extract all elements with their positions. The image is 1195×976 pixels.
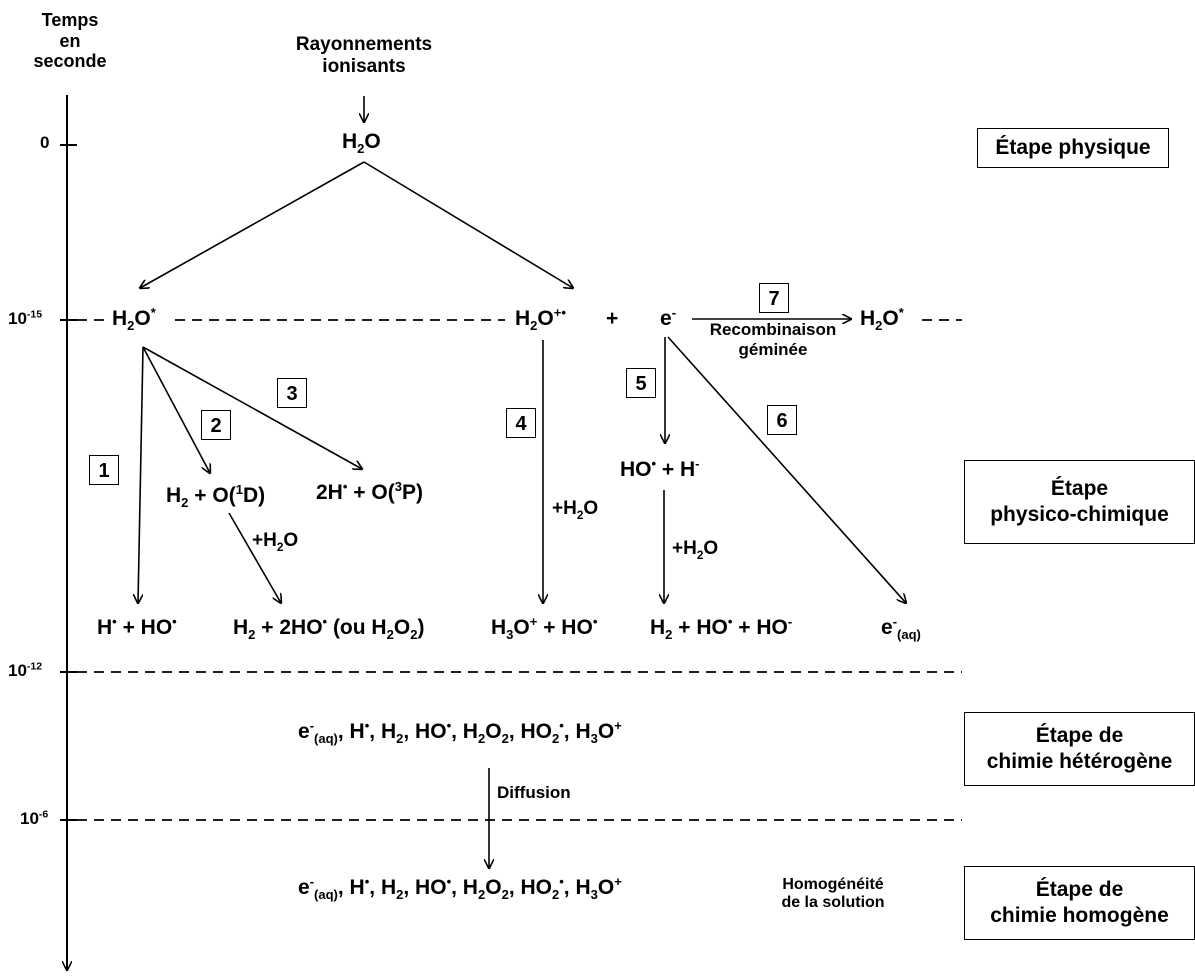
step-box-1: 1 <box>89 455 119 485</box>
plus-water-label-2: +H2O <box>252 530 299 554</box>
tick-label-1e-6: 10-6 <box>20 808 49 828</box>
arrow-water-to-excited <box>140 161 365 288</box>
species-mixture-heterogeneous: e-(aq), H•, H2, HO•, H2O2, HO2•, H3O+ <box>298 718 622 747</box>
step-box-5: 5 <box>626 368 656 398</box>
stage-physical: Étape physique <box>977 128 1169 168</box>
plus-sign: + <box>606 307 619 330</box>
stage-homogeneous-chemistry: Étape de chimie homogène <box>964 866 1195 940</box>
plus-water-label-5: +H2O <box>672 538 719 562</box>
species-excited-water-recombined: H2O* <box>860 305 904 334</box>
tick-label-1e-12: 10-12 <box>8 660 43 680</box>
tick-label-0: 0 <box>40 133 50 152</box>
diffusion-label: Diffusion <box>497 783 571 802</box>
stage-physico-chemical: Étape physico-chimique <box>964 460 1195 544</box>
product-h2-ho-ho: H2 + HO• + HO- <box>650 614 793 643</box>
product-h-ho: H• + HO• <box>97 614 177 639</box>
species-water-radical-cation: H2O+• <box>515 305 566 334</box>
product-e-aq: e-(aq) <box>881 614 921 643</box>
step-box-4: 4 <box>506 408 536 438</box>
arrow-3 <box>142 346 362 469</box>
axis-title: Temps en seconde <box>33 10 107 72</box>
arrow-1 <box>138 346 144 603</box>
species-water: H2O <box>342 130 381 157</box>
step-box-6: 6 <box>767 405 797 435</box>
step-box-7: 7 <box>759 283 789 313</box>
species-2h-o3p: 2H• + O(3P) <box>316 479 423 504</box>
species-excited-water: H2O* <box>112 305 156 334</box>
species-h2-o1d: H2 + O(1D) <box>166 482 266 511</box>
arrow-water-to-cation <box>363 161 573 288</box>
arrow-h2o1d-to-prod2 <box>228 512 281 603</box>
homogeneity-label: Homogénéité de la solution <box>781 876 885 912</box>
species-electron: e- <box>660 305 677 330</box>
radiation-source-label: Rayonnements ionisants <box>295 34 433 77</box>
arrow-6 <box>667 336 906 603</box>
product-h3o-ho: H3O+ + HO• <box>491 614 598 643</box>
product-h2-2ho: H2 + 2HO• (ou H2O2) <box>233 614 425 643</box>
step-box-2: 2 <box>201 410 231 440</box>
step-box-3: 3 <box>277 378 307 408</box>
arrow-2 <box>142 346 210 473</box>
geminate-recombination-label: Recombinaison géminée <box>709 320 837 359</box>
species-mixture-homogeneous: e-(aq), H•, H2, HO•, H2O2, HO2•, H3O+ <box>298 874 622 903</box>
tick-label-1e-15: 10-15 <box>8 308 43 328</box>
plus-water-label-4: +H2O <box>552 498 599 522</box>
species-ho-h-minus: HO• + H- <box>620 456 700 481</box>
stage-heterogeneous-chemistry: Étape de chimie hétérogène <box>964 712 1195 786</box>
